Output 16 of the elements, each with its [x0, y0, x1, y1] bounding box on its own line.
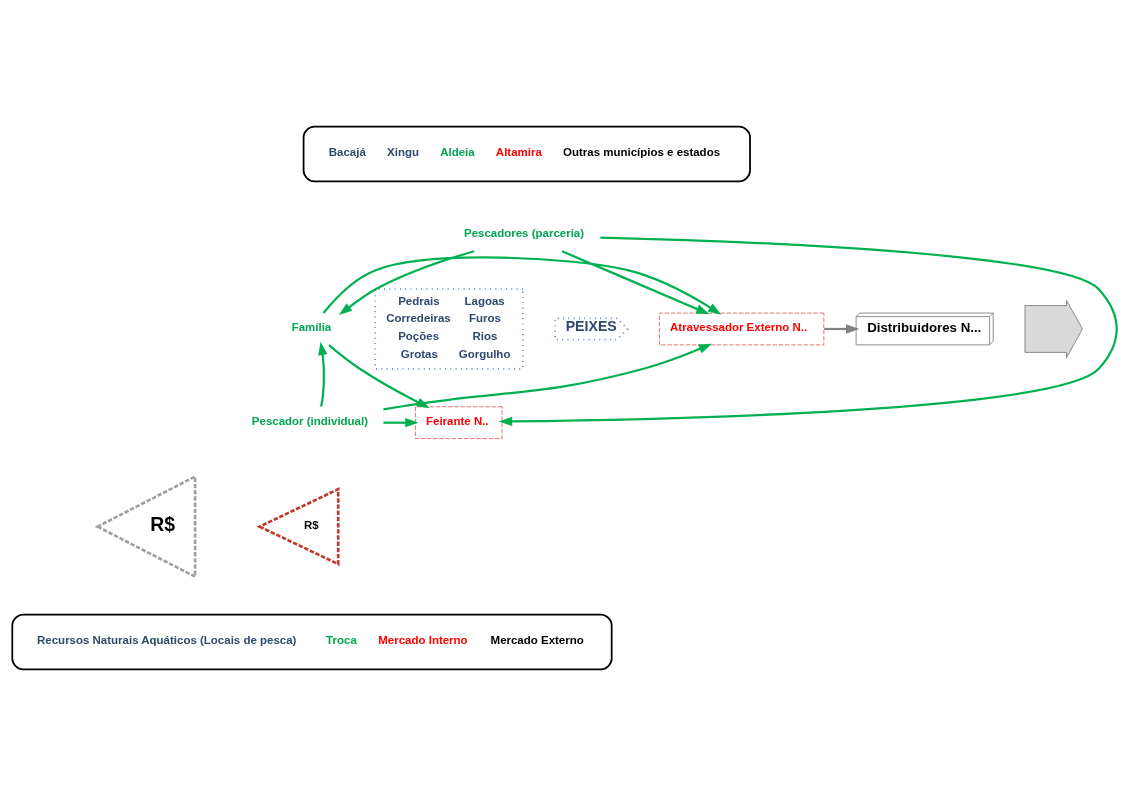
arrow	[383, 418, 419, 428]
arrow	[318, 341, 328, 407]
node-box: Pedrais Lagoas Corredeiras Furos Poções Rios Grotas Gorgulho	[374, 288, 524, 370]
arrow	[824, 324, 860, 334]
node-box: Recursos Naturais Aquáticos (Locais de pesca) Troca Mercado Interno Mercado Externo	[11, 613, 613, 671]
node-text: Família	[291, 321, 332, 334]
node-box: Bacajá Xingu Aldeia Altamira Outras municípios e estados	[302, 125, 751, 183]
node-box: Atravessador Externo N..	[658, 312, 825, 346]
arrow	[561, 250, 710, 315]
arrow	[498, 236, 1118, 427]
node-text: Pescadores (parceria)	[464, 227, 585, 240]
node-text: Pescador (individual)	[251, 414, 369, 427]
node-arrow	[1024, 299, 1083, 359]
arrow	[322, 256, 722, 315]
arrow	[338, 250, 475, 315]
node-box: Feirante N..	[415, 406, 503, 440]
